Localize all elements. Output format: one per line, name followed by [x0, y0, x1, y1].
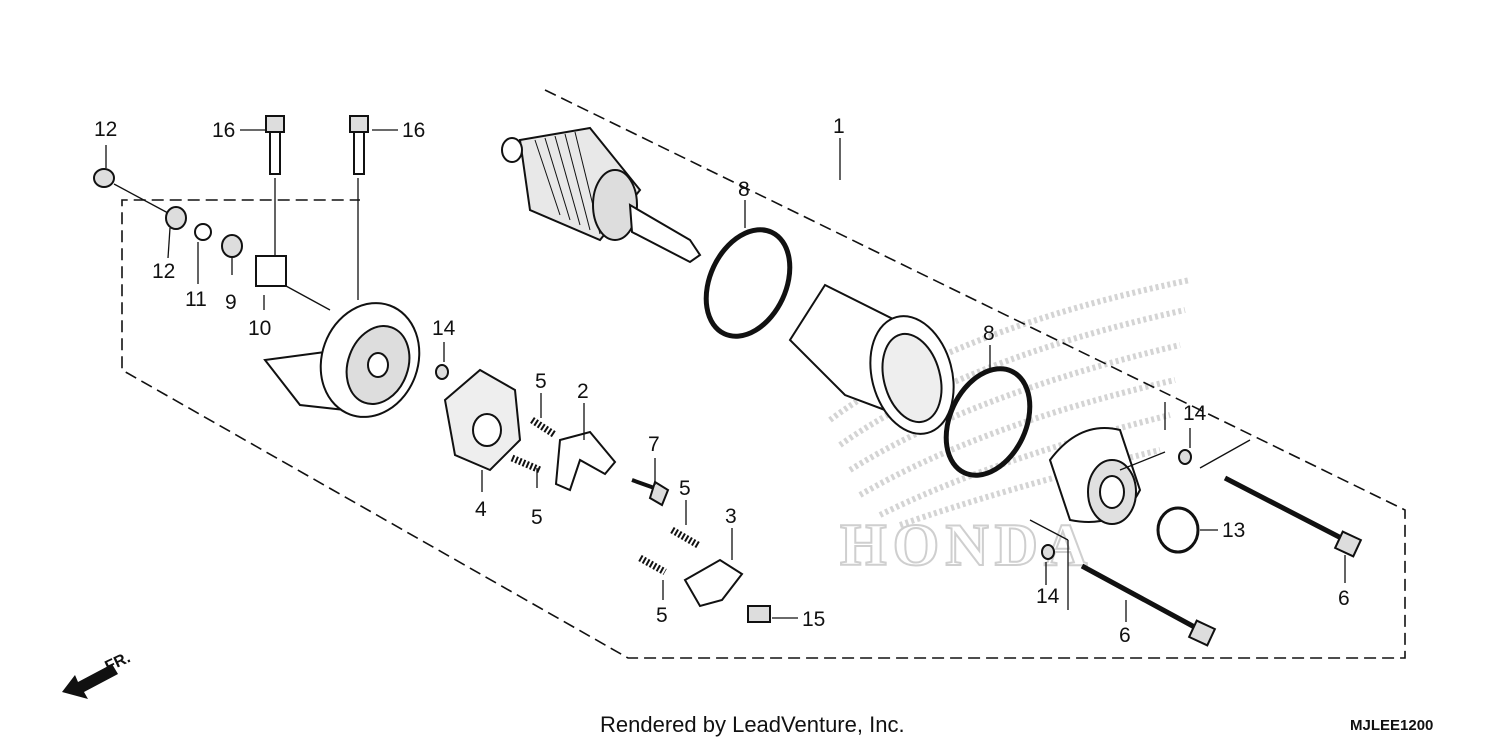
yoke-housing [788, 283, 955, 435]
callout-6a: 6 [1338, 587, 1350, 610]
front-label: FR. [103, 649, 134, 675]
callout-8b: 8 [983, 322, 995, 345]
front-direction-indicator: FR. [62, 649, 133, 699]
footer-credit: Rendered by LeadVenture, Inc. [600, 712, 905, 737]
callout-14b: 14 [1183, 402, 1207, 425]
callout-10: 10 [248, 317, 271, 340]
callout-1: 1 [833, 115, 845, 138]
callout-3: 3 [725, 505, 737, 528]
callout-5b: 5 [531, 506, 543, 529]
o-ring-top [703, 227, 793, 339]
leader-lines [105, 129, 1346, 622]
terminal-bolt [631, 478, 670, 507]
callout-14c: 14 [1036, 585, 1060, 608]
callout-5d: 5 [656, 604, 668, 627]
callout-4: 4 [475, 498, 487, 521]
callout-7: 7 [648, 433, 660, 456]
callout-14a: 14 [432, 317, 456, 340]
callout-5c: 5 [679, 477, 691, 500]
callout-8a: 8 [738, 178, 750, 201]
through-bolts [1080, 475, 1363, 647]
armature [501, 126, 702, 264]
brush-holder [443, 368, 522, 472]
springs [510, 417, 700, 576]
callout-12a: 12 [94, 118, 117, 141]
o-ring-bottom [943, 366, 1033, 478]
rear-cover [263, 302, 421, 418]
callout-16a: 16 [212, 119, 235, 142]
callout-16b: 16 [402, 119, 425, 142]
callout-11: 11 [185, 288, 207, 311]
assembly-boundary [121, 89, 1406, 659]
callout-6b: 6 [1119, 624, 1131, 647]
callout-12b: 12 [152, 260, 175, 283]
callout-5a: 5 [535, 370, 547, 393]
callout-labels: 1 2 3 4 5 5 5 5 5 6 6 7 8 8 9 10 11 12 1… [94, 115, 1350, 647]
front-arrow-icon [62, 664, 118, 699]
honda-watermark-text: HONDA [840, 512, 1093, 578]
bolts-16 [265, 115, 369, 175]
callout-13: 13 [1222, 519, 1245, 542]
callout-2: 2 [577, 380, 589, 403]
callout-9: 9 [225, 291, 237, 314]
small-hardware [93, 168, 1200, 623]
diagram-code: MJLEE1200 [1350, 717, 1433, 734]
callout-15: 15 [802, 608, 825, 631]
brush-set [554, 430, 744, 608]
front-cover [1048, 427, 1142, 525]
